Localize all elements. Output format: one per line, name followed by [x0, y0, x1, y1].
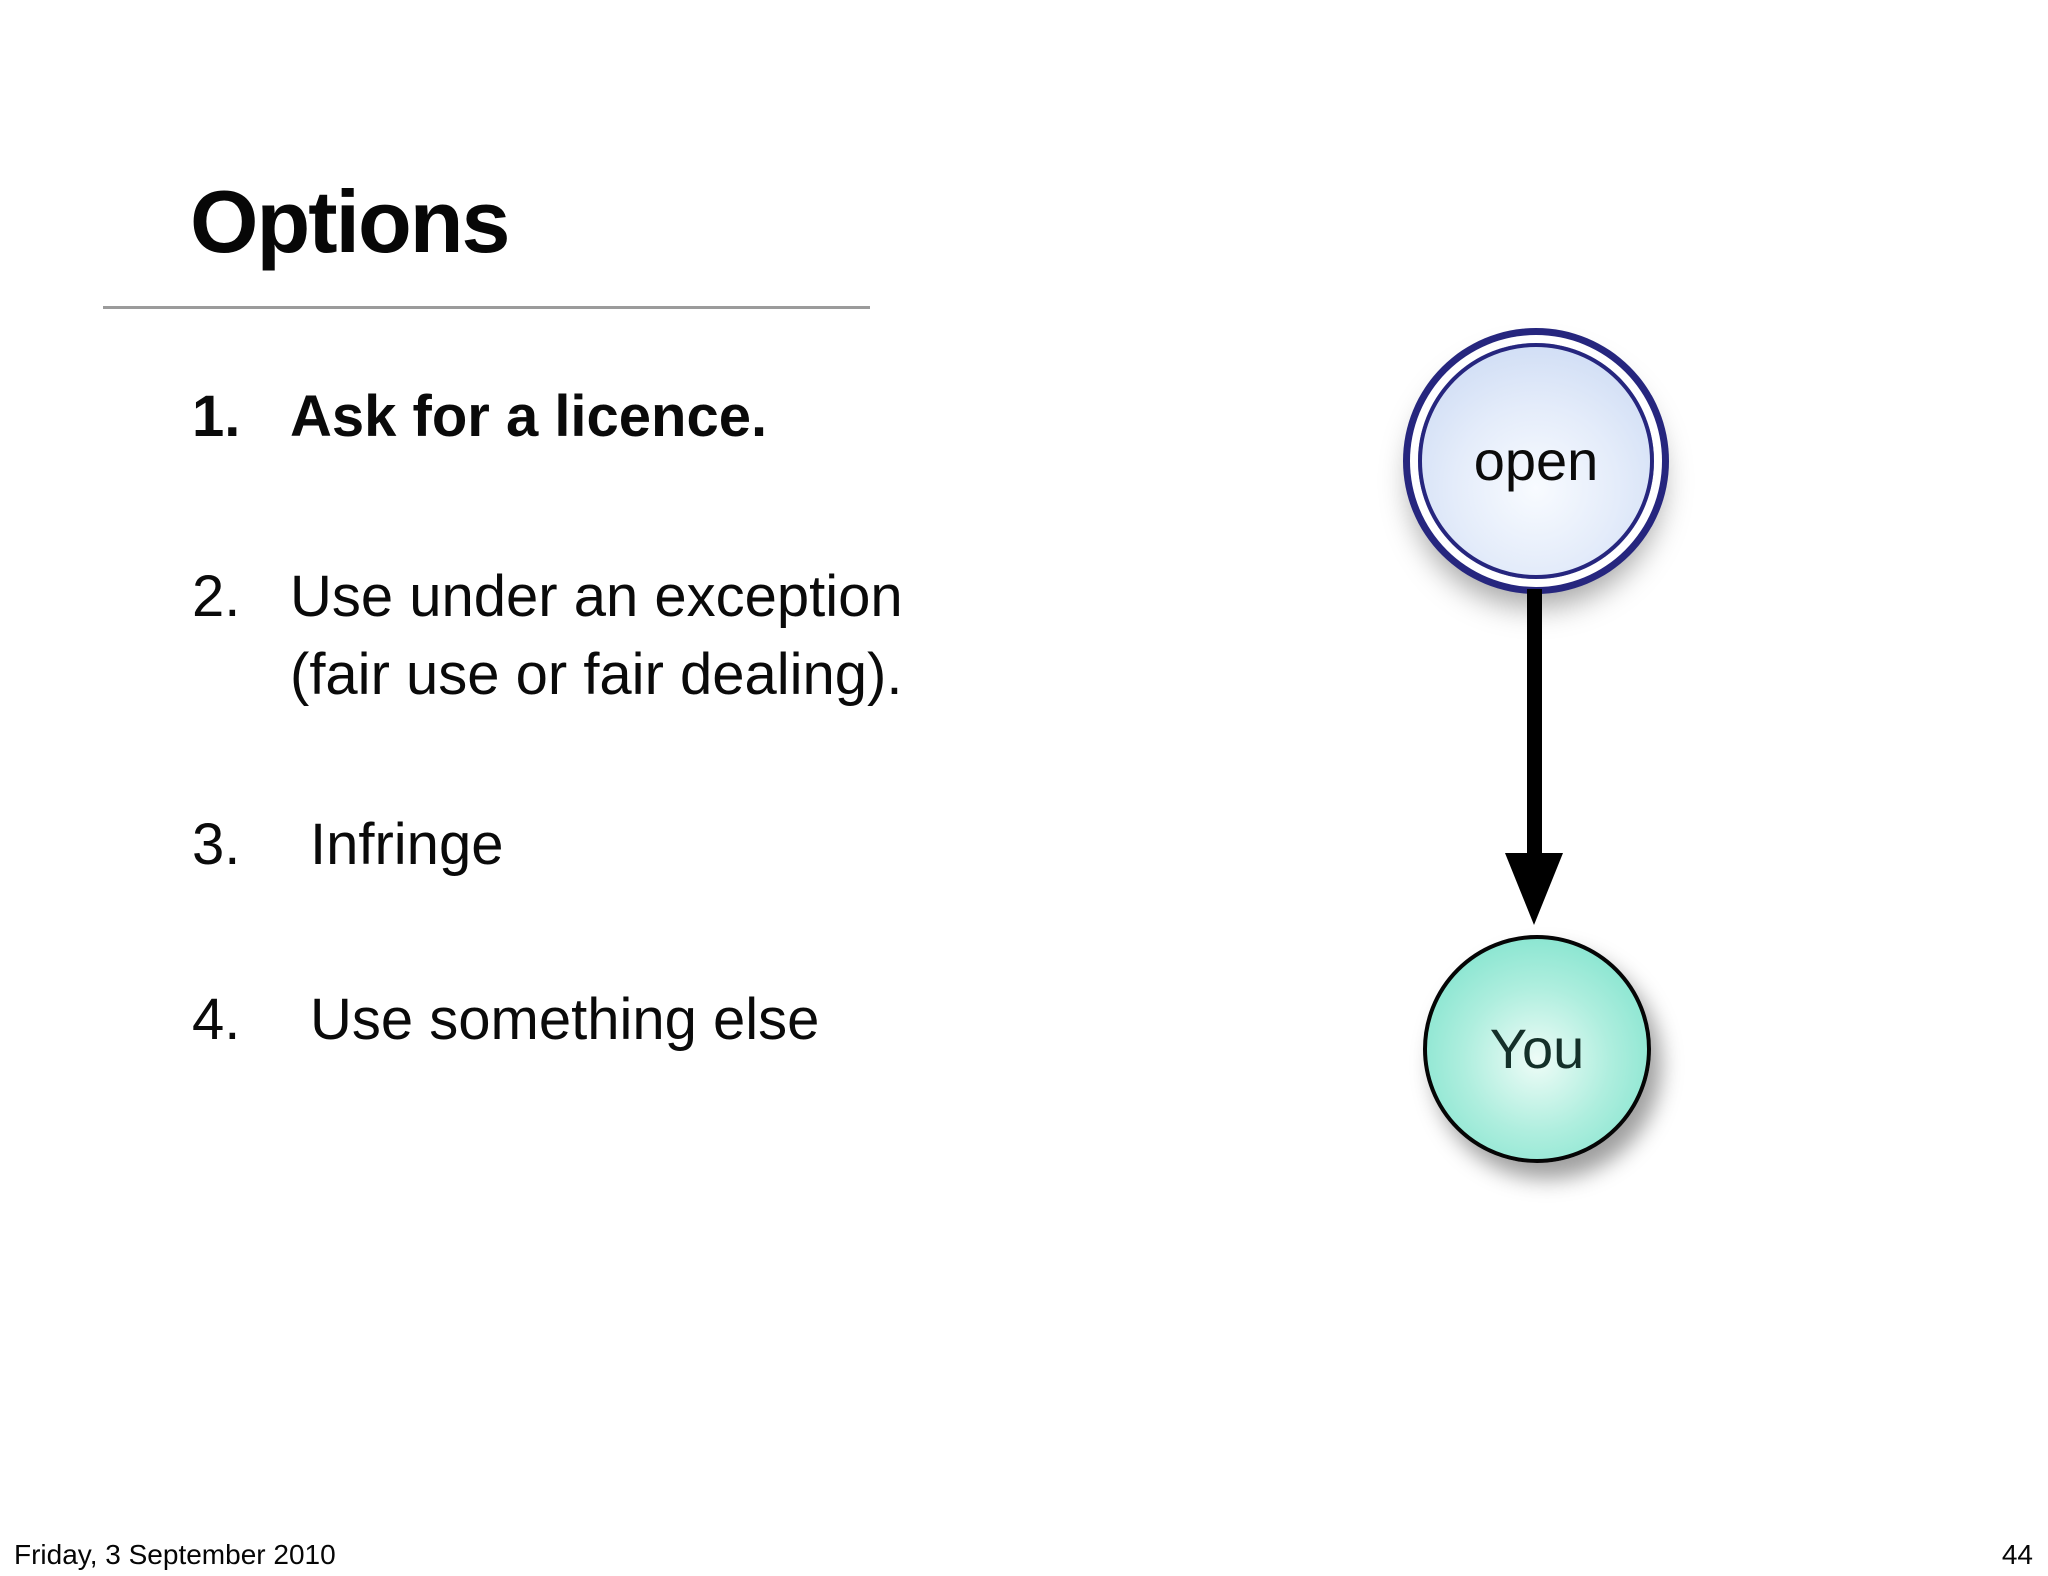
footer-date: Friday, 3 September 2010	[14, 1539, 336, 1570]
list-item-text: Ask for a licence.	[290, 378, 767, 456]
arrow-down-icon	[1505, 853, 1563, 925]
list-item-text: Use something else	[310, 981, 819, 1059]
list-item: 3. Infringe	[192, 806, 503, 884]
title-rule	[103, 306, 870, 309]
you-node-label: You	[1489, 1017, 1585, 1080]
list-item-line: Use something else	[310, 987, 820, 1052]
list-item-number: 2.	[192, 564, 241, 629]
list-item: 4. Use something else	[192, 981, 819, 1059]
list-item-line: Use under an exception	[290, 564, 903, 629]
list-item: 2. Use under an exception (fair use or f…	[192, 558, 903, 714]
open-node: open	[1418, 343, 1654, 579]
list-item: 1. Ask for a licence.	[192, 378, 767, 456]
list-item-line: (fair use or fair dealing).	[290, 642, 903, 707]
list-item-line: Infringe	[310, 812, 504, 877]
open-node-label: open	[1473, 429, 1599, 492]
arrow-stem	[1527, 589, 1542, 857]
footer-page-number: 44	[2001, 1539, 2033, 1570]
list-item-number: 3.	[192, 812, 241, 877]
list-item-line: Ask for a licence.	[290, 384, 768, 449]
list-item-number: 4.	[192, 987, 241, 1052]
page-title: Options	[190, 172, 510, 271]
list-item-text: Use under an exception (fair use or fair…	[290, 558, 903, 714]
list-item-number: 1.	[192, 384, 241, 449]
list-item-text: Infringe	[310, 806, 503, 884]
you-node: You	[1423, 935, 1651, 1163]
